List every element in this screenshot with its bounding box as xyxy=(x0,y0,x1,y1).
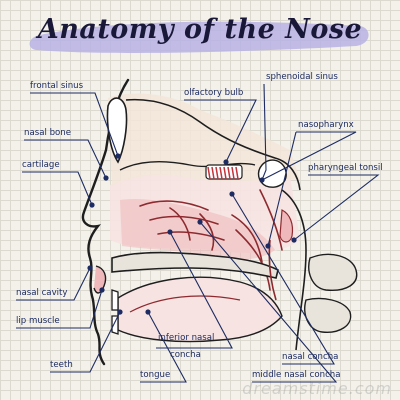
title-highlight xyxy=(29,21,369,53)
tongue-shape xyxy=(117,276,283,343)
label-nasal-cavity: nasal cavity xyxy=(16,288,68,298)
skull-inner xyxy=(119,161,256,171)
frontal-sinus-shape xyxy=(106,97,128,164)
leader-lines xyxy=(16,83,380,383)
label-sphenoidal-sinus: sphenoidal sinus xyxy=(266,72,338,82)
watermark: dreamstime.com xyxy=(242,379,392,398)
spine-vertebra-1 xyxy=(308,253,358,291)
head-bone-fill xyxy=(108,93,300,186)
skull-outline xyxy=(125,98,301,191)
label-inferior-nasal: inferior nasal xyxy=(158,333,215,343)
label-middle-nasal-concha: middle nasal concha xyxy=(252,370,341,380)
label-nasal-bone: nasal bone xyxy=(24,128,72,138)
label-cartilage: cartilage xyxy=(22,160,60,170)
nasal-cavity-mucosa xyxy=(120,199,275,260)
label-pharyngeal-tonsil: pharyngeal tonsil xyxy=(308,163,383,173)
label-nasopharynx: nasopharynx xyxy=(298,120,354,130)
hard-palate xyxy=(111,251,279,279)
sphenoid-sinus-shape xyxy=(257,159,287,188)
olfactory-bulb-shape xyxy=(205,164,243,180)
pharyngeal-tonsil-shape xyxy=(279,209,294,243)
conchae-curves xyxy=(139,189,283,291)
label-frontal-sinus: frontal sinus xyxy=(30,81,84,91)
tongue-inner xyxy=(129,295,241,313)
face-profile xyxy=(81,78,130,366)
pharynx-wall xyxy=(281,189,307,351)
spine-vertebra-2 xyxy=(304,297,352,333)
teeth-shape xyxy=(111,289,119,335)
label-inferior-nasal-concha: concha xyxy=(170,350,201,360)
label-teeth: teeth xyxy=(50,360,73,370)
label-lip-muscle: lip muscle xyxy=(16,316,60,326)
upper-lip xyxy=(93,265,107,294)
page-title: Anatomy of the Nose xyxy=(37,14,363,45)
label-tongue: tongue xyxy=(140,370,171,380)
label-olfactory-bulb: olfactory bulb xyxy=(184,88,244,98)
label-nasal-concha: nasal concha xyxy=(282,352,339,362)
